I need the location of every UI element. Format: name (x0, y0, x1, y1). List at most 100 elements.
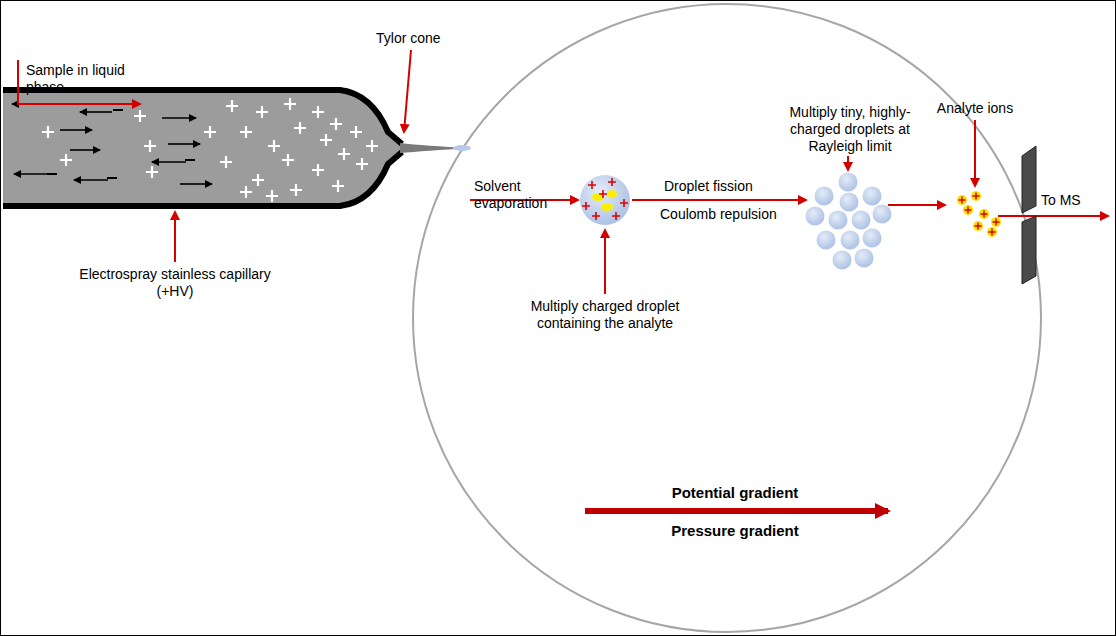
ion-drift-arrow (14, 173, 48, 175)
plus-sign (965, 207, 972, 214)
analyte-ion (973, 221, 983, 231)
pointer-arrow (974, 120, 976, 186)
ion-drift-arrow (180, 183, 212, 185)
plus-sign (320, 134, 332, 146)
charge-symbols (582, 178, 628, 220)
plus-sign (620, 199, 628, 207)
process-label: Coulomb repulsion (660, 206, 790, 223)
part-name: Multiply tiny, highly-charged droplets a… (770, 104, 930, 155)
ion-drift-arrow (70, 149, 100, 151)
spray-jet (453, 145, 471, 151)
plus-sign (608, 178, 616, 186)
small-droplet (840, 193, 859, 212)
pointer-arrow (604, 230, 606, 294)
capillary-body (3, 90, 402, 206)
part-name: Tylor cone (376, 30, 466, 47)
plus-sign (332, 180, 344, 192)
plus-sign (612, 212, 620, 220)
plus-sign (144, 140, 156, 152)
plus-sign (989, 229, 996, 236)
small-droplet (855, 249, 874, 268)
small-droplet (829, 211, 848, 230)
inlet-plate (1022, 146, 1036, 213)
small-droplet (815, 187, 834, 206)
small-droplet (833, 251, 852, 270)
plus-sign (240, 126, 252, 138)
plus-sign (284, 98, 296, 110)
analyte-ion (979, 209, 989, 219)
minus-sign (113, 109, 123, 111)
process-label: Solvent evaporation (474, 178, 584, 212)
plus-sign (60, 154, 72, 166)
flow-arrow (632, 199, 806, 201)
ion-drift-arrow (80, 111, 112, 113)
plus-sign (146, 166, 158, 178)
plus-sign (356, 158, 368, 170)
plus-sign (312, 106, 324, 118)
plus-sign (226, 100, 238, 112)
plus-sign (582, 202, 590, 210)
pointer-arrow (18, 60, 140, 104)
plus-sign (268, 140, 280, 152)
charged-droplet (580, 175, 630, 225)
pointer-arrow (847, 156, 849, 170)
analyte-ion (963, 205, 973, 215)
plus-sign (330, 118, 342, 130)
small-droplet (817, 231, 836, 250)
part-name: Analyte ions (930, 100, 1020, 117)
plus-sign (588, 181, 596, 189)
axis-label: Potential gradient (650, 484, 820, 501)
plus-sign (338, 148, 350, 160)
small-droplet (863, 229, 882, 248)
capillary-wall (3, 90, 402, 144)
plus-sign (282, 154, 294, 166)
inlet-plate (1022, 216, 1036, 284)
plus-sign (256, 106, 268, 118)
plus-sign (599, 190, 607, 198)
analyte-ion (987, 227, 997, 237)
flow-arrow (888, 204, 945, 206)
plus-sign (592, 212, 600, 220)
analyte-ion (957, 195, 967, 205)
plus-sign (312, 164, 324, 176)
part-name: Electrospray stainless capillary (+HV) (75, 266, 275, 300)
plus-sign (204, 126, 216, 138)
plus-sign (134, 110, 146, 122)
minus-sign (185, 159, 195, 161)
small-droplet (839, 173, 858, 192)
capillary-wall (3, 152, 402, 206)
plus-sign (220, 156, 232, 168)
plus-sign (959, 197, 966, 204)
pointer-arrow (174, 212, 176, 262)
small-droplet (873, 205, 892, 224)
plus-sign (993, 219, 1000, 226)
analyte-ion (991, 217, 1001, 227)
ion-drift-arrow (162, 117, 196, 119)
plus-sign (975, 223, 982, 230)
ion-drift-arrow (60, 129, 92, 131)
charge-symbols (12, 98, 378, 202)
gradient-arrow (585, 508, 888, 514)
plus-sign (366, 140, 378, 152)
analyte (601, 203, 613, 211)
part-name: Multiply charged droplet containing the … (500, 298, 710, 332)
minus-sign (107, 177, 117, 179)
plus-sign (240, 186, 252, 198)
source-region (413, 4, 1041, 632)
process-label: Droplet fission (664, 178, 774, 195)
plus-sign (981, 211, 988, 218)
plus-sign (252, 174, 264, 186)
plus-sign (42, 126, 54, 138)
note: Sample in liquid phase (26, 62, 136, 96)
small-droplet (841, 231, 860, 250)
pointer-arrow (404, 50, 411, 132)
plus-sign (973, 193, 980, 200)
analyte-ion (971, 191, 981, 201)
plus-sign (350, 126, 362, 138)
ion-drift-arrow (74, 179, 108, 181)
small-droplet (863, 187, 882, 206)
droplet-cluster (806, 173, 892, 270)
axis-label: Pressure gradient (650, 522, 820, 539)
